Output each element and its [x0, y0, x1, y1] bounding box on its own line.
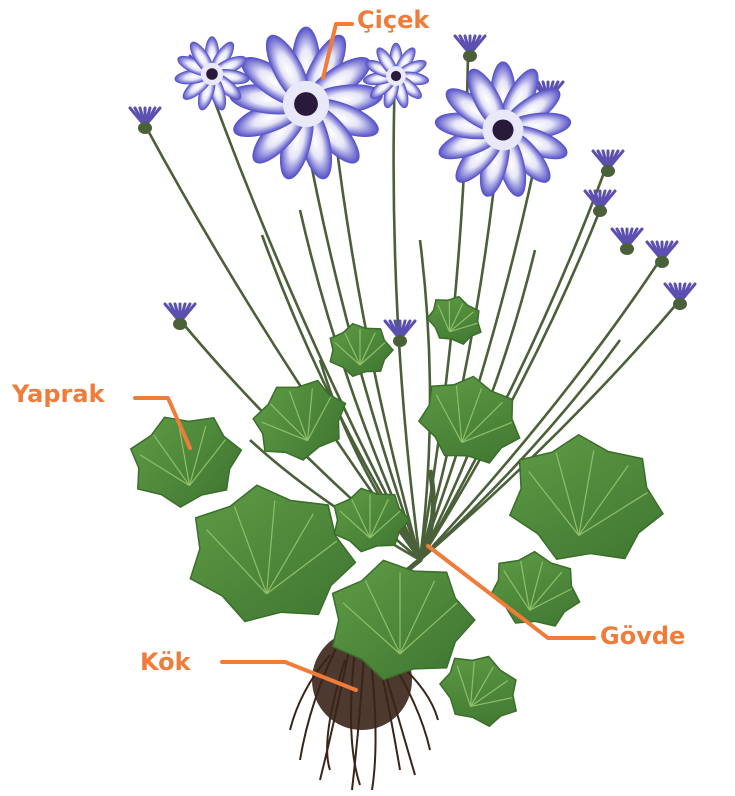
bud — [385, 321, 415, 347]
bud-sepal — [138, 122, 152, 134]
leaf-blade — [422, 288, 491, 352]
bud-sepal — [173, 318, 187, 330]
flower-center — [391, 71, 401, 81]
stem — [394, 70, 420, 560]
leaf-upper-right — [422, 288, 491, 352]
leaf-right-large — [504, 425, 674, 576]
leaf-blade — [330, 324, 393, 377]
bud — [647, 242, 677, 268]
flowers — [174, 27, 572, 199]
label-root: Kök — [140, 648, 191, 676]
leaf-left-upper — [126, 405, 249, 514]
bud-sepal — [463, 50, 477, 62]
flower-center — [206, 68, 218, 80]
leaf-right-small — [485, 544, 589, 638]
label-leaf: Yaprak — [12, 380, 105, 408]
bud-sepal — [655, 256, 669, 268]
label-flower: Çiçek — [357, 6, 429, 34]
bud-sepal — [593, 205, 607, 217]
bud-sepal — [601, 165, 615, 177]
bud-sepal — [393, 335, 407, 347]
flower-large-left — [228, 27, 384, 182]
flower-center — [492, 119, 513, 140]
flower-center — [294, 92, 318, 116]
leaf-blade — [485, 544, 589, 638]
leaf-blade — [126, 405, 249, 514]
leaf-upper-center — [330, 324, 393, 377]
bud-sepal — [673, 298, 687, 310]
bud — [665, 284, 695, 310]
bud — [593, 151, 623, 177]
bud — [130, 108, 160, 134]
bud — [455, 36, 485, 62]
bud — [612, 229, 642, 255]
leaf-blade — [504, 425, 674, 576]
bud-sepal — [620, 243, 634, 255]
bud — [165, 304, 195, 330]
label-stem: Gövde — [600, 622, 685, 650]
